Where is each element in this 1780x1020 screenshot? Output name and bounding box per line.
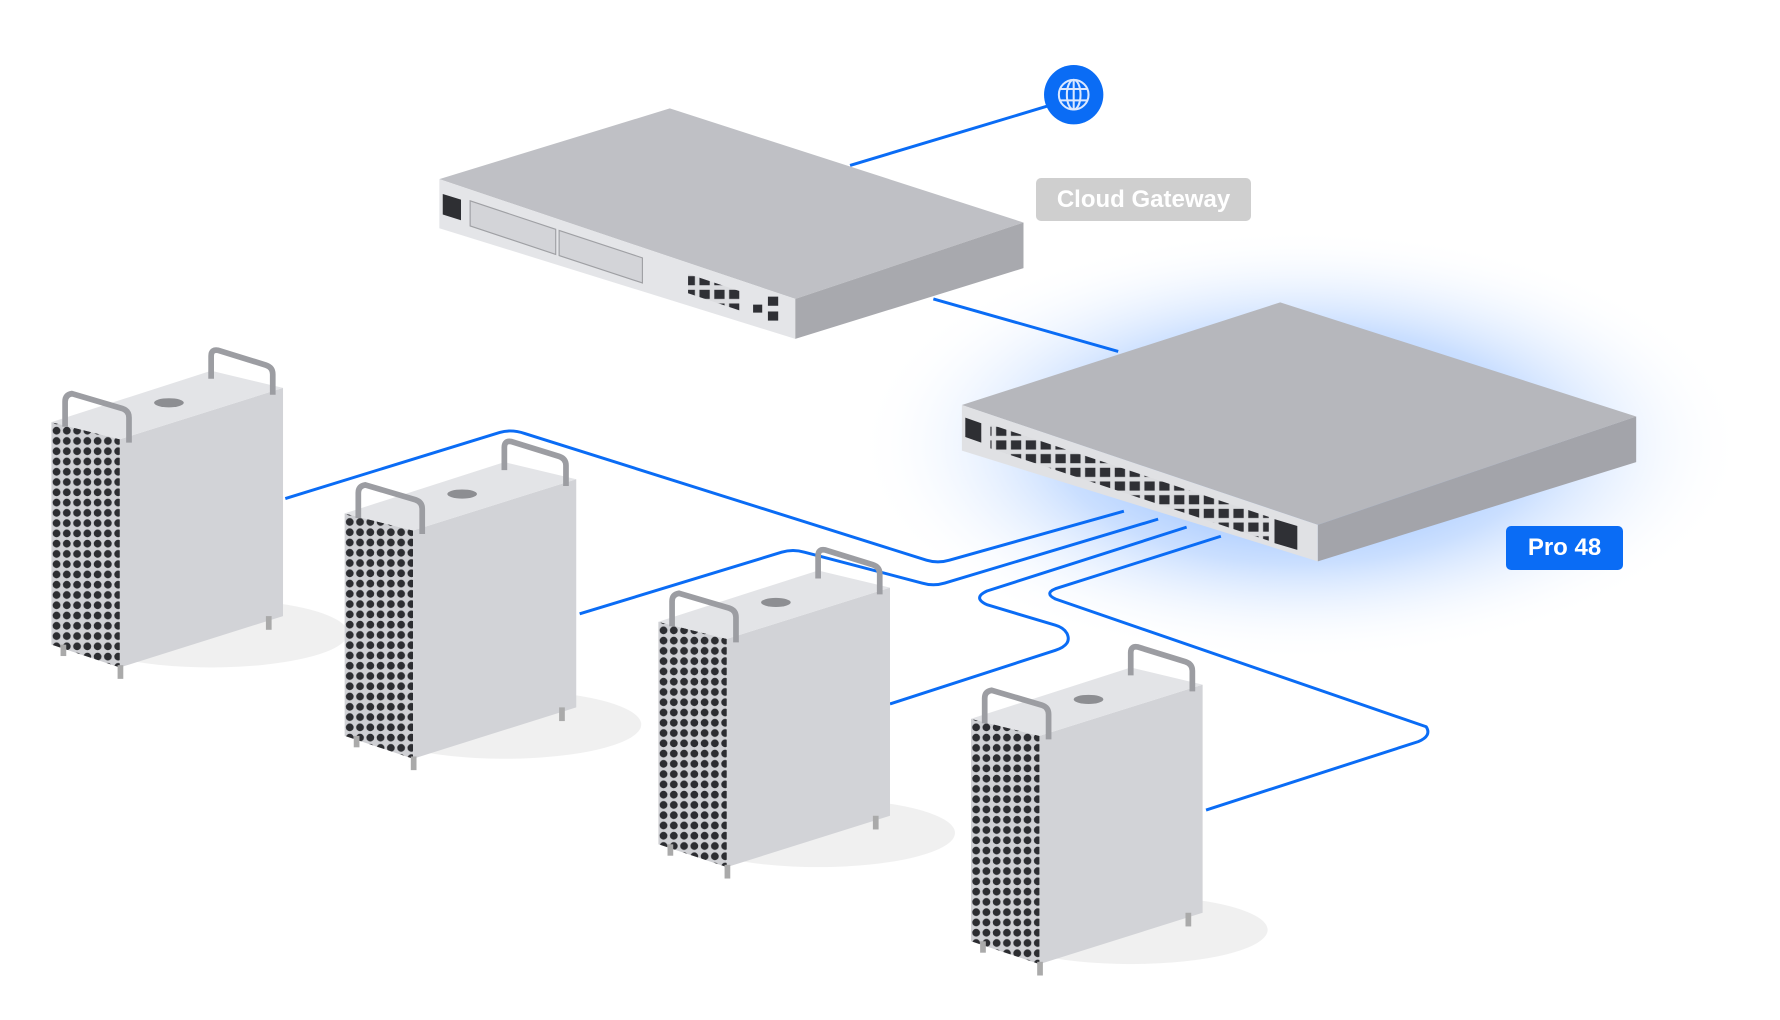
cable-tower-4 — [1048, 534, 1430, 812]
workstation-2[interactable] — [345, 441, 642, 770]
cloud-gateway-label: Cloud Gateway — [1036, 178, 1251, 221]
globe-icon — [1057, 78, 1090, 111]
workstation-4[interactable] — [971, 647, 1268, 976]
cable-gateway-switch — [932, 297, 1119, 353]
cable-tower-3 — [889, 525, 1188, 706]
pro-48-switch-device[interactable] — [961, 302, 1637, 562]
internet-node[interactable] — [1044, 65, 1104, 125]
cables — [284, 104, 1430, 812]
cable-tower-2 — [579, 517, 1159, 616]
cloud-gateway-device[interactable] — [439, 108, 1024, 339]
pro-48-label: Pro 48 — [1506, 526, 1623, 570]
workstation-1[interactable] — [51, 350, 348, 679]
cable-internet-gateway — [849, 104, 1048, 167]
workstation-3[interactable] — [658, 550, 955, 879]
cable-tower-1 — [284, 429, 1125, 564]
